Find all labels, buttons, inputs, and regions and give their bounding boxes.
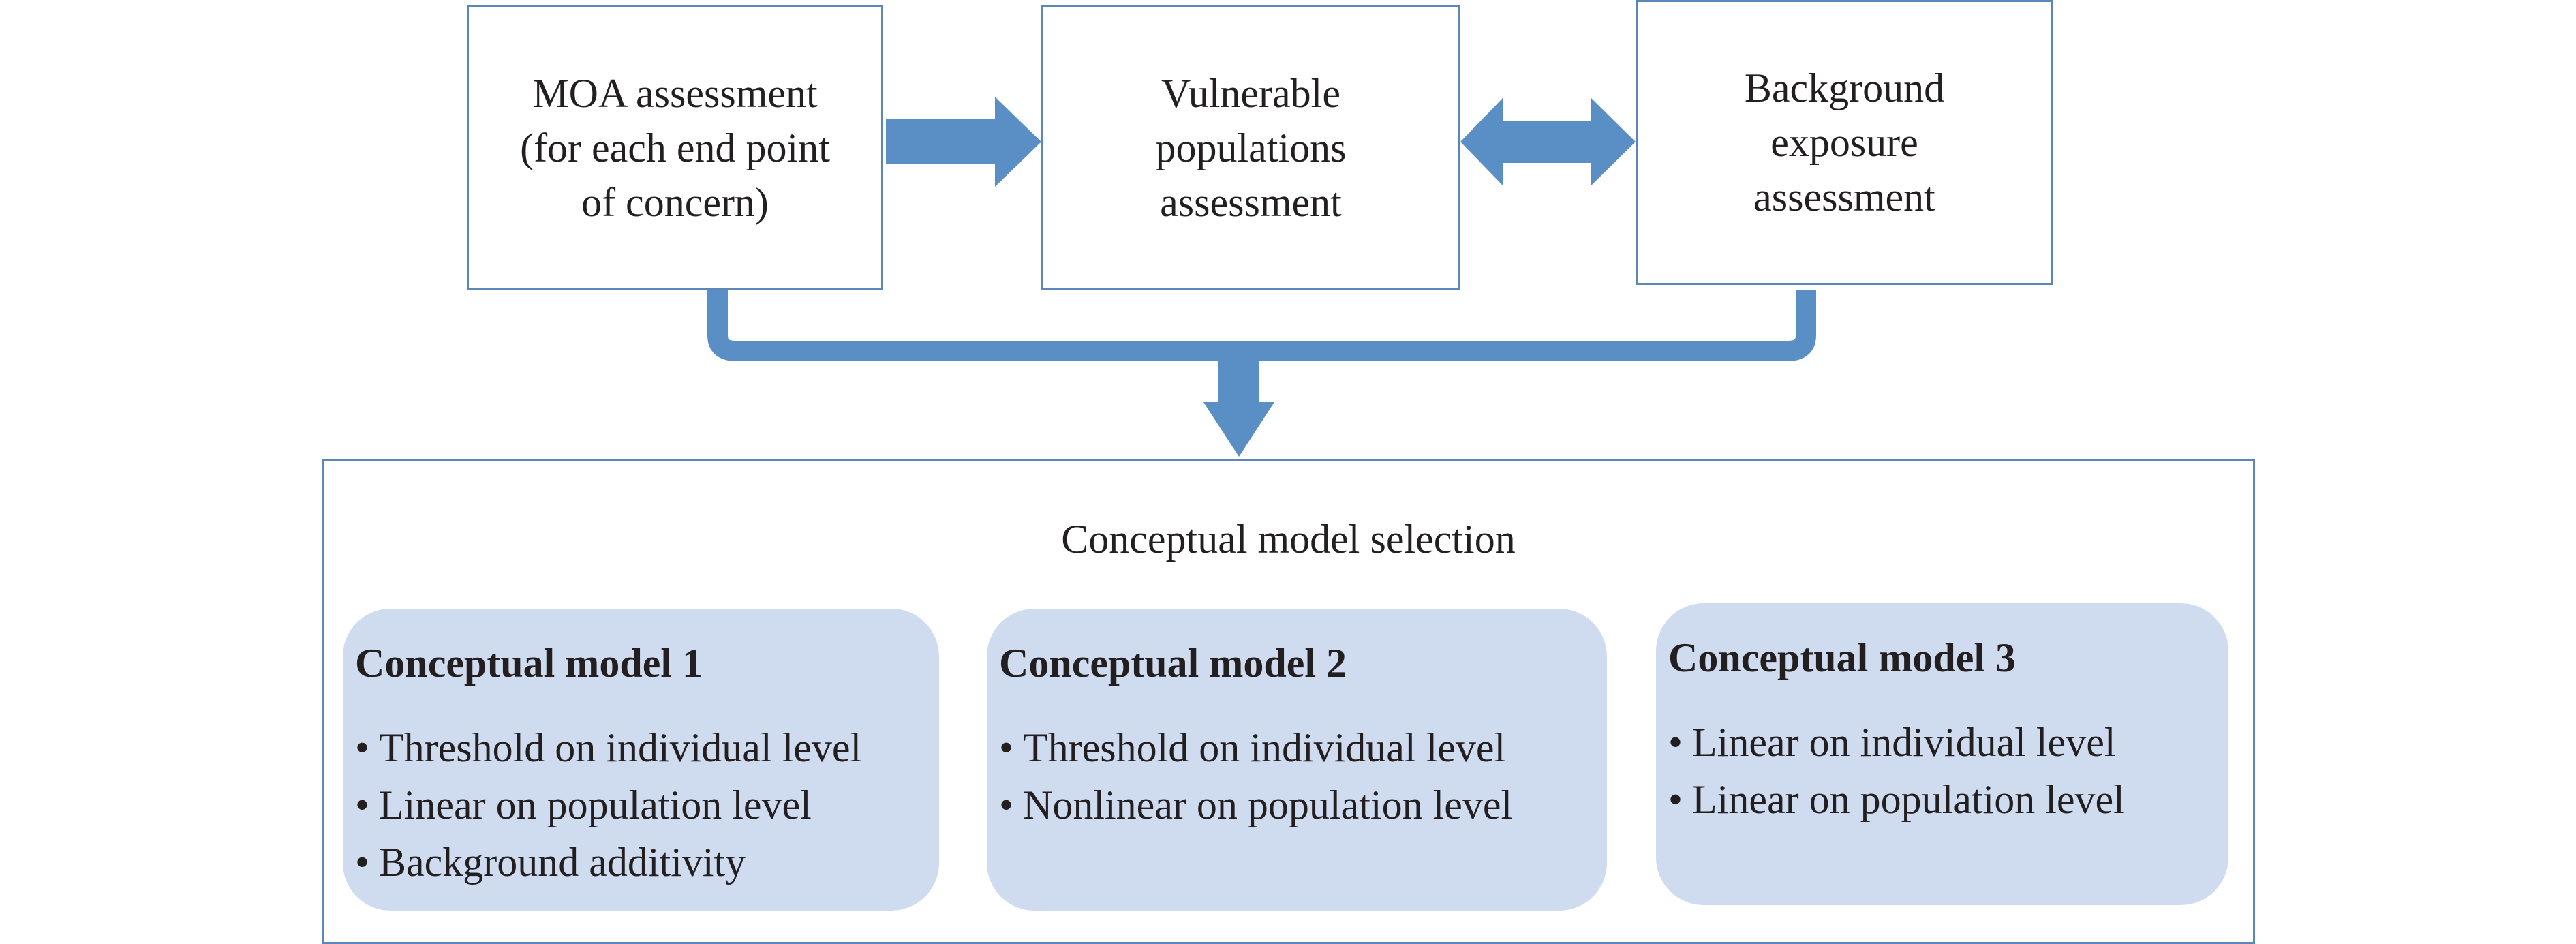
merge-connector [707, 290, 1816, 361]
model-title: Conceptual model 2 [999, 641, 1347, 686]
moa-assessment-box: MOA assessment (for each end point of co… [467, 5, 883, 290]
panel-title: Conceptual model selection [1061, 517, 1516, 562]
moa-line-3: of concern) [581, 180, 769, 225]
double-arrow-icon [1460, 98, 1636, 185]
list-item-text: Nonlinear on population level [1023, 782, 1513, 827]
bullet-icon: • [355, 782, 370, 827]
list-item: •Threshold on individual level [355, 719, 927, 776]
list-item-text: Linear on population level [379, 782, 812, 827]
list-item: •Linear on population level [1668, 771, 2216, 828]
list-item-text: Threshold on individual level [1023, 725, 1506, 770]
bullet-icon: • [999, 782, 1014, 827]
model-title: Conceptual model 1 [355, 641, 703, 686]
list-item: •Threshold on individual level [999, 719, 1595, 776]
vulnerable-line-1: Vulnerable [1161, 71, 1340, 116]
list-item: •Linear on individual level [1668, 714, 2216, 771]
bullet-icon: • [355, 725, 370, 770]
list-item-text: Linear on population level [1692, 777, 2125, 822]
list-item-text: Threshold on individual level [379, 725, 862, 770]
list-item: •Linear on population level [355, 776, 927, 834]
background-exposure-box: Background exposure assessment [1636, 0, 2053, 285]
vulnerable-populations-box: Vulnerable populations assessment [1041, 5, 1460, 290]
bullet-icon: • [1668, 777, 1683, 822]
conceptual-model-2-card: Conceptual model 2 •Threshold on individ… [987, 609, 1607, 911]
model-title: Conceptual model 3 [1668, 635, 2016, 680]
background-line-2: exposure [1770, 120, 1918, 165]
right-arrow-icon [886, 97, 1041, 187]
bullet-icon: • [355, 840, 370, 885]
bullet-icon: • [1668, 720, 1683, 765]
model-criteria-list: •Threshold on individual level •Linear o… [355, 719, 927, 891]
model-criteria-list: •Threshold on individual level •Nonlinea… [999, 719, 1595, 834]
conceptual-model-1-card: Conceptual model 1 •Threshold on individ… [343, 609, 939, 911]
moa-line-2: (for each end point [520, 125, 830, 170]
list-item: •Nonlinear on population level [999, 776, 1595, 834]
moa-line-1: MOA assessment [532, 71, 818, 116]
list-item-text: Background additivity [379, 840, 746, 885]
list-item: •Background additivity [355, 834, 927, 891]
vulnerable-line-2: populations [1155, 125, 1347, 170]
background-line-3: assessment [1753, 174, 1935, 219]
vulnerable-line-3: assessment [1160, 180, 1342, 225]
bullet-icon: • [999, 725, 1014, 770]
conceptual-model-3-card: Conceptual model 3 •Linear on individual… [1656, 603, 2228, 905]
list-item-text: Linear on individual level [1692, 720, 2116, 765]
background-line-1: Background [1744, 65, 1945, 110]
down-arrow-icon [1203, 341, 1274, 457]
model-criteria-list: •Linear on individual level •Linear on p… [1668, 714, 2216, 828]
